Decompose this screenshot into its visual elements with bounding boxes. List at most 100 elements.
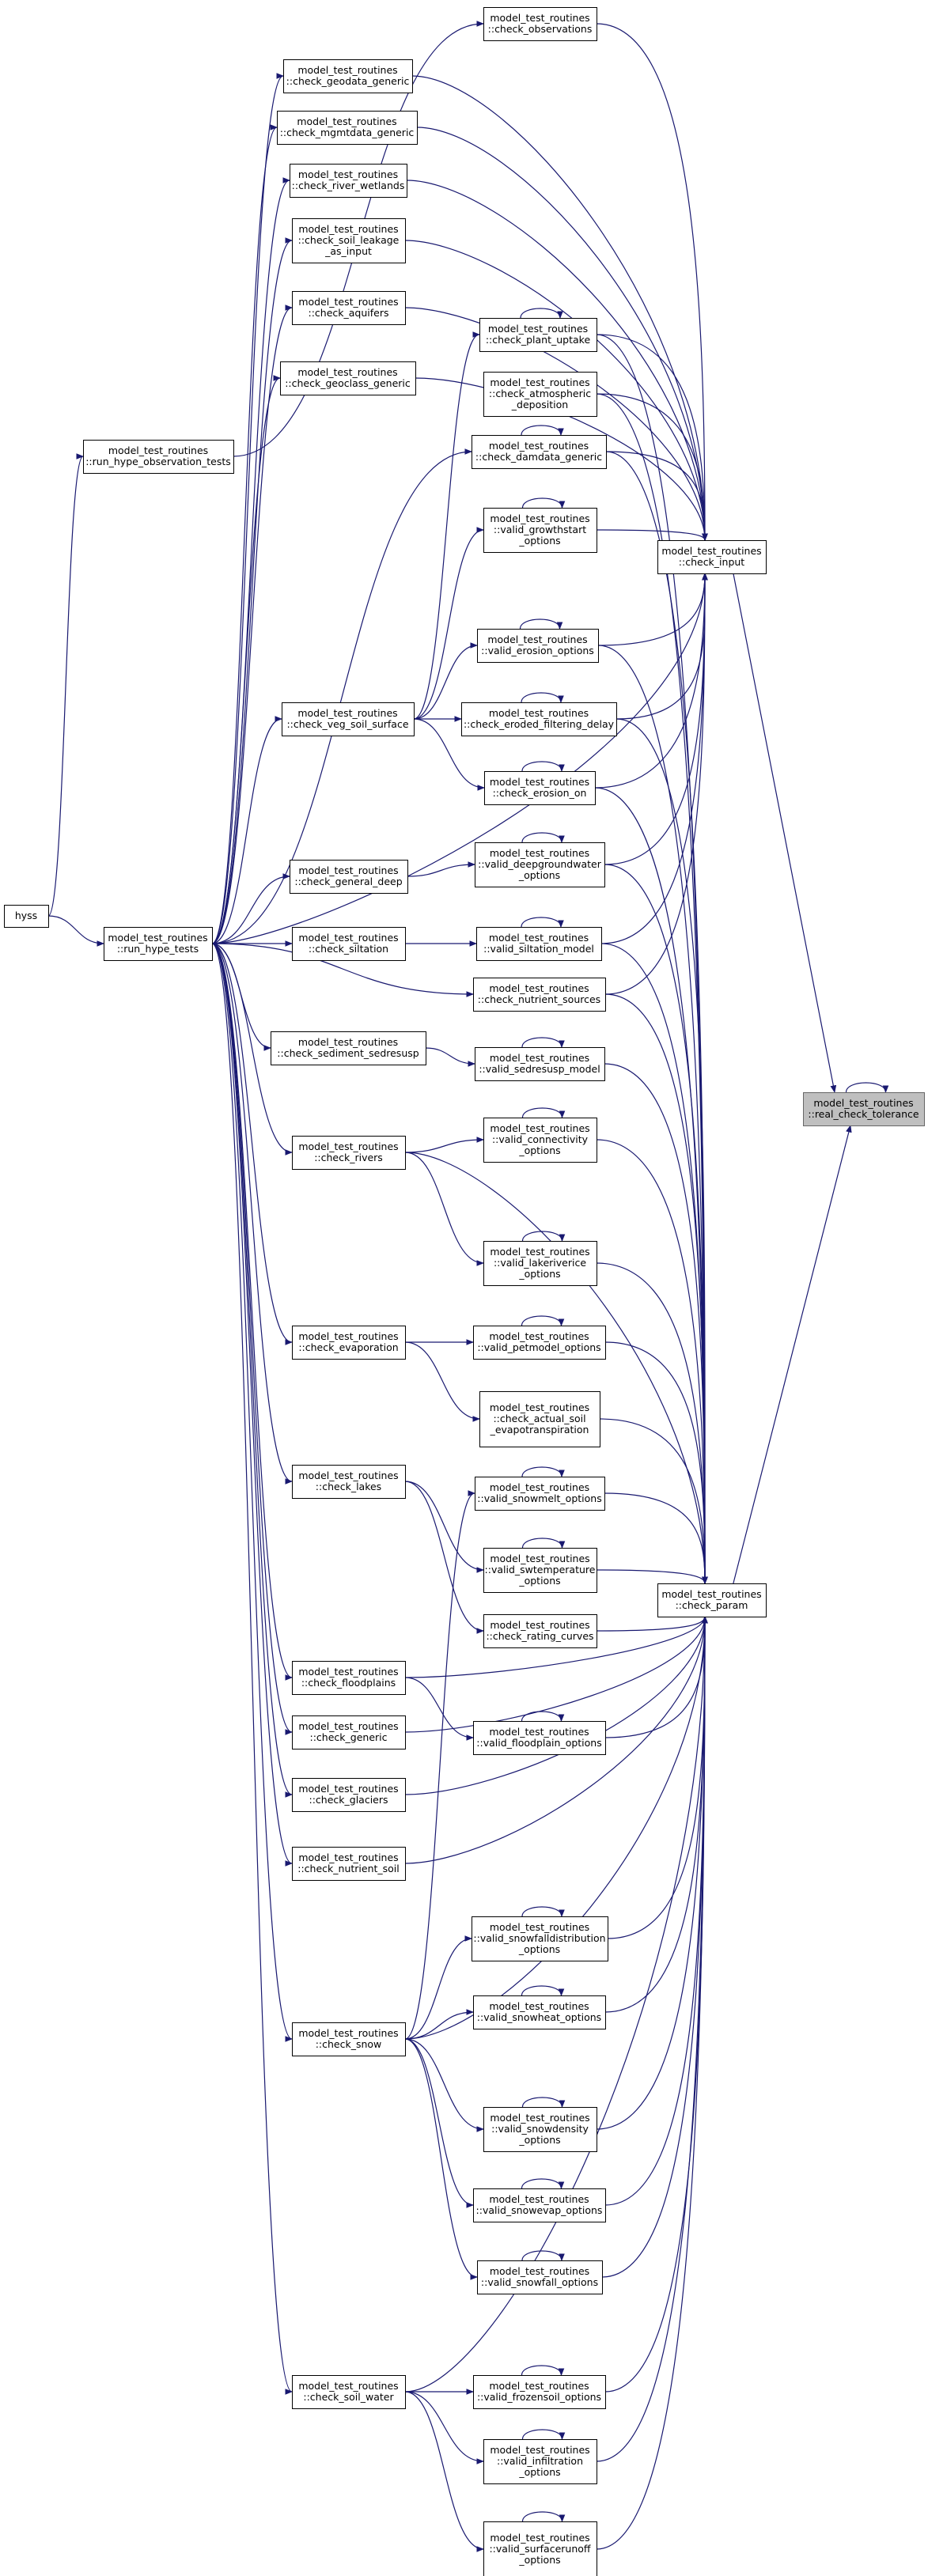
node-label-line: ::check_erosion_on: [493, 787, 587, 799]
node-check-river-wetlands[interactable]: model_test_routines::check_river_wetland…: [290, 164, 407, 198]
edge-run-hype-tests-to-check-mgmtdata-generic: [211, 124, 278, 944]
node-box: [483, 1118, 597, 1163]
node-label-line: model_test_routines: [298, 1036, 398, 1048]
self-loop-real-check-tolerance: [845, 1082, 889, 1093]
node-valid-infiltration-options[interactable]: model_test_routines::valid_infiltration_…: [483, 2439, 597, 2484]
node-valid-lakeriverice-options[interactable]: model_test_routines::valid_lakeriverice_…: [483, 1241, 597, 1286]
self-loop-valid-petmodel-options: [521, 1315, 565, 1326]
node-valid-sedresusp-model[interactable]: model_test_routines::valid_sedresusp_mod…: [475, 1047, 605, 1081]
node-label-line: ::check_geodata_generic: [286, 75, 410, 87]
node-check-soil-leakage-as-input[interactable]: model_test_routines::check_soil_leakage_…: [292, 218, 406, 263]
node-check-floodplains[interactable]: model_test_routines::check_floodplains: [292, 1661, 406, 1695]
node-label-line: ::valid_infiltration: [497, 2455, 583, 2467]
node-label-line: ::check_floodplains: [301, 1677, 396, 1689]
edge-check-snow-to-valid-snowfalldistribution-options: [404, 1935, 472, 2040]
node-check-eroded-filtering-delay[interactable]: model_test_routines::check_eroded_filter…: [461, 702, 617, 736]
node-valid-snowfall-options[interactable]: model_test_routines::valid_snowfall_opti…: [477, 2260, 603, 2294]
node-box: [473, 1721, 606, 1755]
node-check-geoclass-generic[interactable]: model_test_routines::check_geoclass_gene…: [280, 361, 416, 395]
edge-valid-growthstart-options-to-check-input: [596, 529, 708, 541]
node-label-line: model_test_routines: [298, 932, 398, 944]
node-hyss[interactable]: hyss: [4, 905, 49, 928]
node-real-check-tolerance[interactable]: model_test_routines::real_check_toleranc…: [803, 1092, 925, 1126]
node-valid-growthstart-options[interactable]: model_test_routines::valid_growthstart_o…: [483, 508, 597, 553]
node-label-line: model_test_routines: [490, 1921, 589, 1933]
edge-check-sediment-sedresusp-to-valid-sedresusp-model: [425, 1047, 475, 1067]
node-check-erosion-on[interactable]: model_test_routines::check_erosion_on: [484, 771, 596, 805]
self-loop-valid-connectivity-options: [521, 1107, 566, 1118]
edge-valid-erosion-options-to-check-input: [597, 573, 708, 646]
node-box: [483, 372, 597, 417]
node-valid-snowfalldistribution-options[interactable]: model_test_routines::valid_snowfalldistr…: [472, 1916, 608, 1961]
edge-check-veg-soil-surface-to-check-plant-uptake: [413, 331, 480, 720]
node-valid-erosion-options[interactable]: model_test_routines::valid_erosion_optio…: [477, 629, 599, 663]
edge-check-snow-to-check-param: [404, 1616, 708, 2040]
node-valid-petmodel-options[interactable]: model_test_routines::valid_petmodel_opti…: [473, 1326, 606, 1360]
node-box: [477, 629, 599, 663]
node-valid-deepgroundwater-options[interactable]: model_test_routines::valid_deepgroundwat…: [475, 842, 605, 887]
node-check-geodata-generic[interactable]: model_test_routines::check_geodata_gener…: [283, 59, 413, 93]
node-label-line: ::check_lakes: [316, 1481, 381, 1492]
node-check-rivers[interactable]: model_test_routines::check_rivers: [292, 1136, 406, 1170]
edge-run-hype-tests-to-check-rivers: [211, 943, 293, 1156]
node-label-line: model_test_routines: [490, 513, 589, 524]
edge-check-eroded-filtering-delay-to-check-input: [616, 573, 708, 720]
node-valid-snowheat-options[interactable]: model_test_routines::valid_snowheat_opti…: [473, 1995, 606, 2029]
node-check-veg-soil-surface[interactable]: model_test_routines::check_veg_soil_surf…: [282, 702, 415, 736]
node-box: [292, 1715, 406, 1749]
node-box: [280, 361, 416, 395]
node-check-snow[interactable]: model_test_routines::check_snow: [292, 2022, 406, 2056]
node-run-hype-observation-tests[interactable]: model_test_routines::run_hype_observatio…: [83, 440, 234, 474]
node-check-damdata-generic[interactable]: model_test_routines::check_damdata_gener…: [472, 435, 607, 469]
node-check-nutrient-sources[interactable]: model_test_routines::check_nutrient_sour…: [473, 978, 606, 1012]
node-check-observations[interactable]: model_test_routines::check_observations: [483, 7, 597, 41]
node-check-mgmtdata-generic[interactable]: model_test_routines::check_mgmtdata_gene…: [277, 111, 418, 145]
node-check-plant-uptake[interactable]: model_test_routines::check_plant_uptake: [479, 318, 597, 352]
node-valid-siltation-model[interactable]: model_test_routines::valid_siltation_mod…: [476, 927, 602, 961]
edge-run-hype-tests-to-check-soil-leakage-as-input: [211, 237, 293, 944]
node-check-atmospheric-deposition[interactable]: model_test_routines::check_atmospheric_d…: [483, 372, 597, 417]
node-label-line: ::check_observations: [488, 23, 593, 35]
node-valid-surfacerunoff-options[interactable]: model_test_routines::valid_surfacerunoff…: [483, 2521, 597, 2576]
node-valid-snowmelt-options[interactable]: model_test_routines::valid_snowmelt_opti…: [475, 1477, 605, 1511]
node-box: [283, 59, 413, 93]
node-valid-snowevap-options[interactable]: model_test_routines::valid_snowevap_opti…: [473, 2188, 606, 2222]
node-label-line: _options: [518, 869, 560, 881]
node-check-soil-water[interactable]: model_test_routines::check_soil_water: [292, 2375, 406, 2409]
edge-check-veg-soil-surface-to-valid-erosion-options: [413, 642, 478, 720]
node-check-aquifers[interactable]: model_test_routines::check_aquifers: [292, 291, 406, 325]
edge-check-nutrient-soil-to-check-param: [404, 1616, 708, 1864]
node-check-glaciers[interactable]: model_test_routines::check_glaciers: [292, 1778, 406, 1812]
self-loop-valid-erosion-options: [519, 618, 563, 630]
node-label-line: model_test_routines: [490, 1122, 589, 1134]
node-check-input[interactable]: model_test_routines::check_input: [657, 540, 767, 574]
node-check-generic[interactable]: model_test_routines::check_generic: [292, 1715, 406, 1749]
node-box: [483, 1548, 597, 1593]
node-valid-floodplain-options[interactable]: model_test_routines::valid_floodplain_op…: [473, 1721, 606, 1755]
edge-check-actual-soil-evapotranspiration-to-check-param: [599, 1418, 708, 1584]
node-check-sediment-sedresusp[interactable]: model_test_routines::check_sediment_sedr…: [271, 1031, 426, 1065]
node-check-lakes[interactable]: model_test_routines::check_lakes: [292, 1465, 406, 1499]
node-check-param[interactable]: model_test_routines::check_param: [657, 1583, 767, 1617]
node-valid-connectivity-options[interactable]: model_test_routines::valid_connectivity_…: [483, 1118, 597, 1163]
edge-check-river-wetlands-to-check-input: [406, 180, 708, 541]
node-label-line: ::check_input: [679, 556, 745, 568]
node-label-line: model_test_routines: [490, 1481, 589, 1493]
node-run-hype-tests[interactable]: model_test_routines::run_hype_tests: [104, 927, 213, 961]
node-valid-frozensoil-options[interactable]: model_test_routines::valid_frozensoil_op…: [473, 2375, 606, 2409]
node-valid-snowdensity-options[interactable]: model_test_routines::valid_snowdensity_o…: [483, 2107, 597, 2152]
node-valid-swtemperature-options[interactable]: model_test_routines::valid_swtemperature…: [483, 1548, 597, 1593]
node-label-line: model_test_routines: [298, 1852, 398, 1863]
node-check-nutrient-soil[interactable]: model_test_routines::check_nutrient_soil: [292, 1847, 406, 1881]
node-label-line: ::check_nutrient_sources: [478, 993, 600, 1005]
node-label-line: ::check_aquifers: [308, 307, 388, 319]
node-box: [473, 2375, 606, 2409]
node-check-evaporation[interactable]: model_test_routines::check_evaporation: [292, 1326, 406, 1360]
node-check-rating-curves[interactable]: model_test_routines::check_rating_curves: [483, 1614, 597, 1648]
node-check-siltation[interactable]: model_test_routines::check_siltation: [292, 927, 406, 961]
node-check-actual-soil-evapotranspiration[interactable]: model_test_routines::check_actual_soil_e…: [479, 1391, 600, 1447]
edge-check-generic-to-check-param: [404, 1616, 708, 1733]
node-label-line: hyss: [15, 910, 37, 921]
edge-check-veg-soil-surface-to-check-erosion-on: [413, 718, 485, 791]
node-check-general-deep[interactable]: model_test_routines::check_general_deep: [290, 860, 408, 894]
